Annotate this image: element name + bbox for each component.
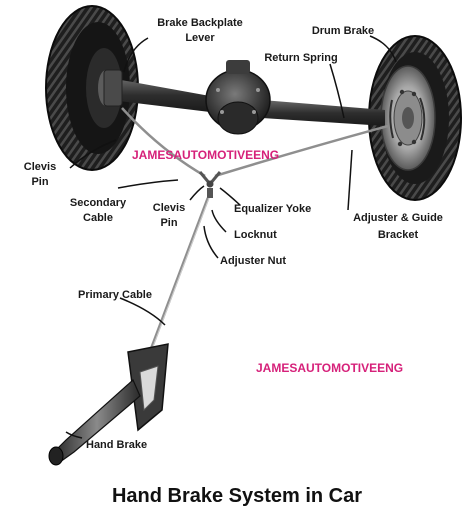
svg-text:Clevis: Clevis bbox=[24, 161, 56, 173]
label-primary-cable: Primary Cable bbox=[78, 289, 152, 301]
equalizer-yoke bbox=[198, 171, 222, 198]
svg-text:Pin: Pin bbox=[31, 176, 48, 188]
differential bbox=[205, 60, 271, 135]
label-secondary-cable: Secondary Cable bbox=[70, 197, 127, 224]
svg-text:Bracket: Bracket bbox=[378, 229, 419, 241]
secondary-cable bbox=[121, 107, 389, 178]
primary-cable bbox=[148, 197, 210, 353]
leader-lines bbox=[65, 35, 397, 439]
svg-text:Adjuster & Guide: Adjuster & Guide bbox=[353, 212, 443, 224]
watermark-bottom: JAMESAUTOMOTIVEENG bbox=[256, 361, 403, 375]
drum-brake bbox=[380, 65, 436, 171]
label-brake-backplate-lever: Brake Backplate Lever bbox=[157, 17, 243, 44]
svg-text:Cable: Cable bbox=[83, 212, 113, 224]
svg-text:Pin: Pin bbox=[160, 217, 177, 229]
label-hand-brake: Hand Brake bbox=[86, 439, 147, 451]
left-wheel bbox=[45, 5, 139, 171]
svg-text:Lever: Lever bbox=[185, 32, 215, 44]
hand-brake-lever bbox=[48, 343, 169, 466]
watermark-top: JAMESAUTOMOTIVEENG bbox=[132, 148, 279, 162]
label-return-spring: Return Spring bbox=[264, 52, 337, 64]
label-adjuster-guide-bracket: Adjuster & Guide Bracket bbox=[353, 212, 443, 241]
svg-text:Brake Backplate: Brake Backplate bbox=[157, 17, 243, 29]
rear-axle-housing bbox=[103, 69, 385, 126]
label-locknut: Locknut bbox=[234, 229, 277, 241]
diagram-title: Hand Brake System in Car bbox=[112, 485, 362, 507]
label-drum-brake: Drum Brake bbox=[312, 25, 374, 37]
label-equalizer-yoke: Equalizer Yoke bbox=[234, 203, 311, 215]
label-clevis-pin-left: Clevis Pin bbox=[24, 161, 56, 188]
svg-text:Secondary: Secondary bbox=[70, 197, 127, 209]
label-clevis-pin-center: Clevis Pin bbox=[153, 202, 185, 229]
svg-text:Clevis: Clevis bbox=[153, 202, 185, 214]
label-adjuster-nut: Adjuster Nut bbox=[220, 255, 286, 267]
